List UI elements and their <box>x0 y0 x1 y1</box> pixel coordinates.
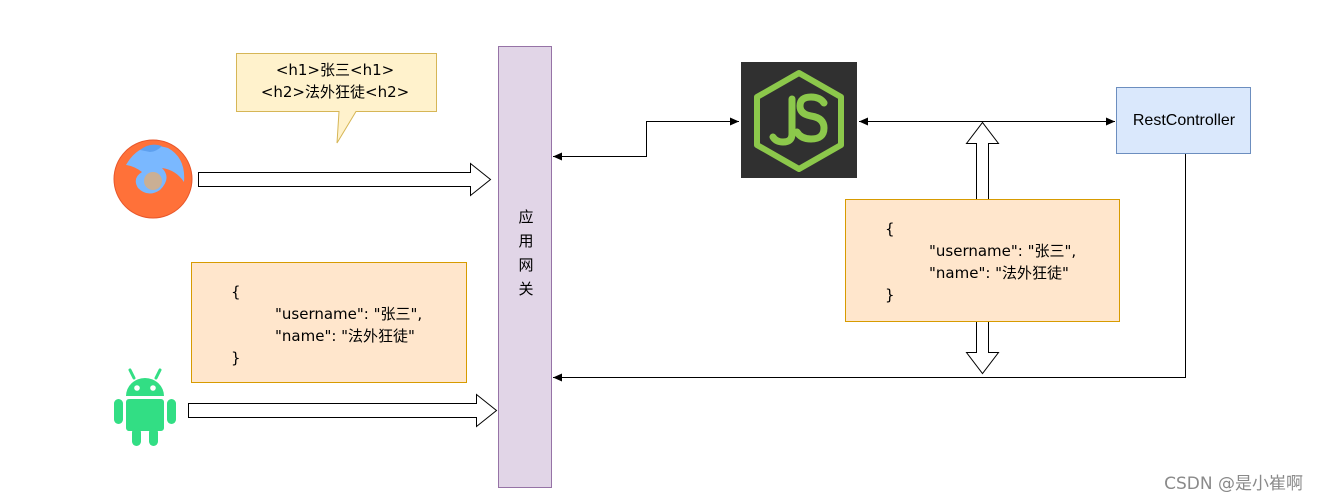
callout-line-h1: <h1>张三<h1> <box>275 61 395 79</box>
callout-bubble: <h1>张三<h1> <h2>法外狂徒<h2> <box>235 52 435 110</box>
android-to-gateway-arrow <box>188 393 498 428</box>
json-up-hollow-arrow <box>965 121 1000 200</box>
watermark: CSDN @是小崔啊 <box>1164 474 1303 494</box>
json-left-name: "name": "法外狂徒" <box>275 327 415 345</box>
firefox-to-gateway-arrow <box>198 162 492 197</box>
json-down-hollow-arrow <box>965 322 1000 375</box>
gateway-label-char: 网 <box>518 256 534 274</box>
json-right-username: "username": "张三", <box>929 242 1077 260</box>
json-right-text: { "username": "张三", "name": "法外狂徒" } <box>845 199 1120 322</box>
json-left-text: { "username": "张三", "name": "法外狂徒" } <box>191 262 467 383</box>
rest-return-connector <box>553 154 1186 382</box>
gateway-label: 应 用 网 关 <box>512 205 540 301</box>
nodejs-icon <box>741 62 857 178</box>
json-right-name: "name": "法外狂徒" <box>929 264 1069 282</box>
json-right-open: { <box>885 220 895 238</box>
callout-bubble-shape <box>236 53 437 144</box>
gateway-node-connector <box>553 117 739 161</box>
rest-controller-label: RestController <box>1132 112 1236 129</box>
rest-controller-box <box>1116 87 1251 154</box>
json-right-close: } <box>885 286 895 304</box>
json-left-close: } <box>231 349 241 367</box>
gateway-box <box>498 46 552 488</box>
android-icon <box>114 368 176 446</box>
gateway-label-char: 用 <box>518 232 534 250</box>
gateway-label-char: 应 <box>518 208 534 226</box>
firefox-icon <box>113 139 193 219</box>
gateway-label-char: 关 <box>518 280 534 298</box>
json-left-username: "username": "张三", <box>275 305 423 323</box>
json-box-left <box>191 262 467 383</box>
callout-line-h2: <h2>法外狂徒<h2> <box>260 83 410 101</box>
json-left-open: { <box>231 283 241 301</box>
json-box-right <box>845 199 1120 322</box>
